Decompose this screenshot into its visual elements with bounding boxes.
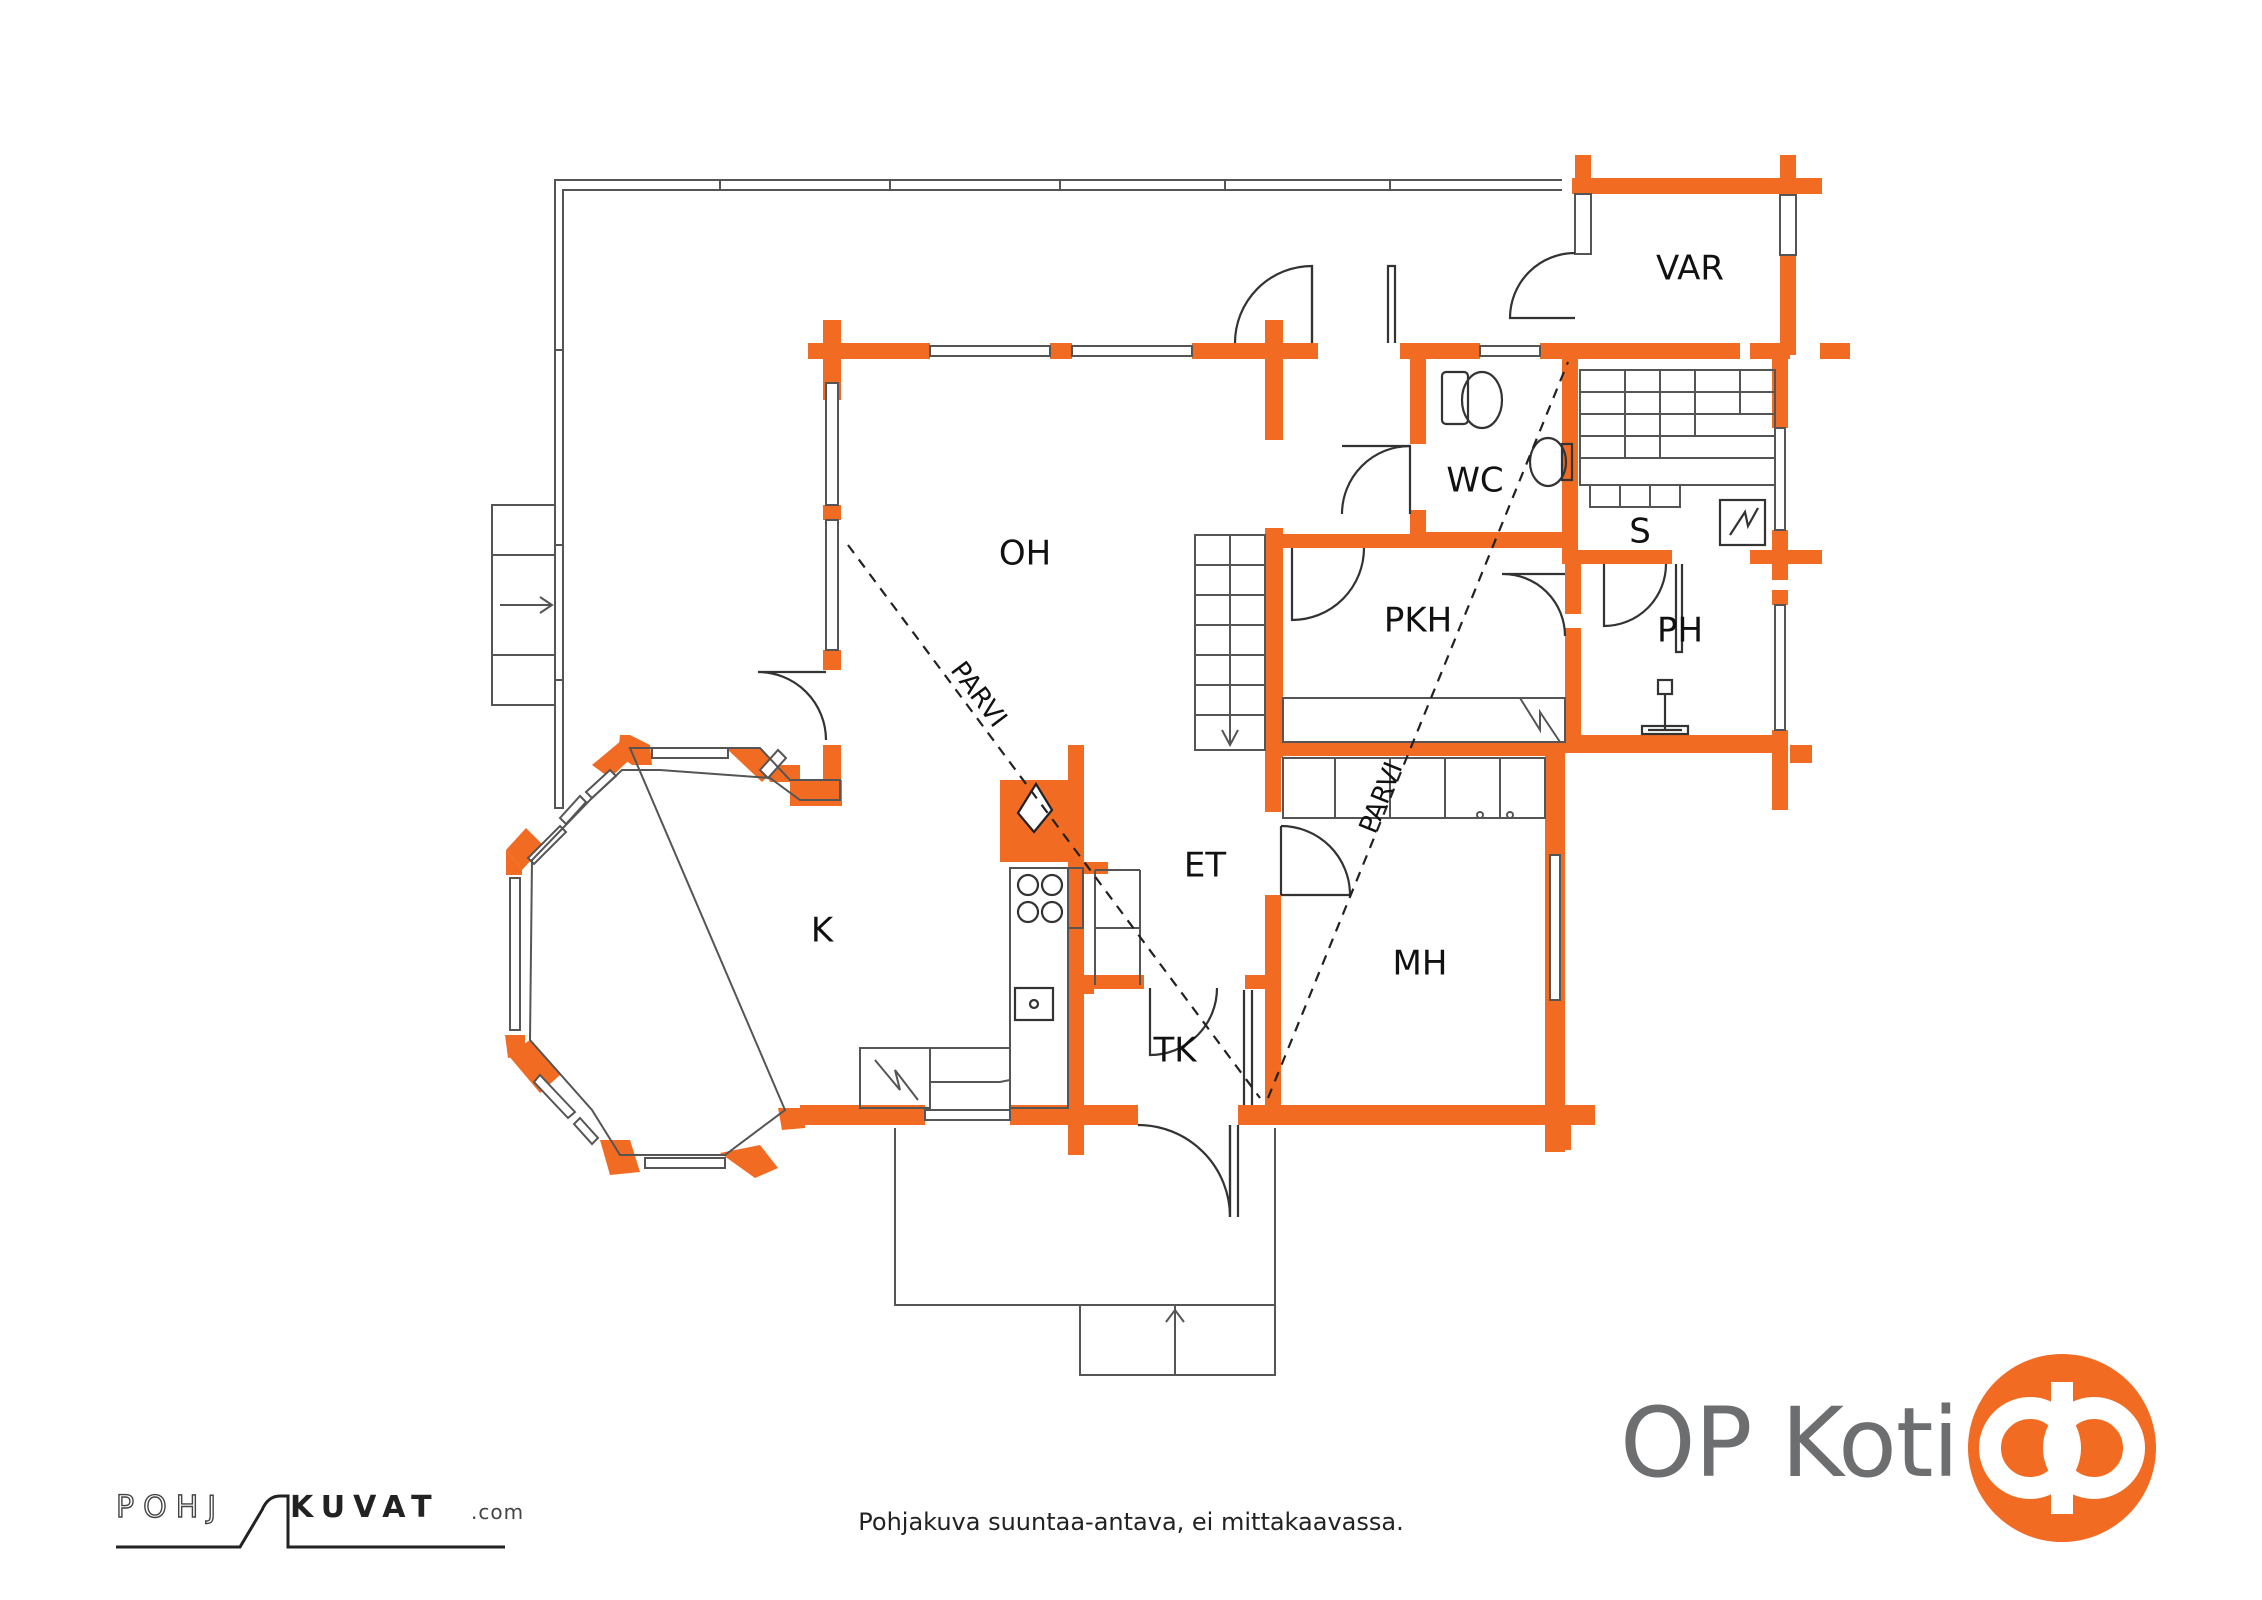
wc-toilet bbox=[1440, 370, 1504, 430]
room-label-tk: TK bbox=[1152, 1031, 1198, 1071]
room-label-pkh: PKH bbox=[1384, 601, 1452, 641]
room-label-var: VAR bbox=[1656, 249, 1724, 289]
kitchen-counter bbox=[859, 867, 1141, 1109]
sauna-stove bbox=[1718, 498, 1767, 547]
bay-outline bbox=[528, 747, 841, 1156]
wc-sink bbox=[1528, 436, 1574, 488]
brand-name: OP Koti bbox=[1620, 1387, 1959, 1499]
terrace-steps bbox=[491, 504, 556, 706]
op-logo-icon bbox=[1968, 1354, 2156, 1542]
disclaimer-caption: Pohjakuva suuntaa-antava, ei mittakaavas… bbox=[858, 1508, 1404, 1536]
fireplace bbox=[1000, 781, 1084, 862]
room-label-oh: OH bbox=[999, 534, 1051, 574]
pohjakuvat-logo-mark bbox=[116, 1494, 505, 1549]
room-label-s: S bbox=[1629, 512, 1651, 552]
pohjakuvat-logo-domain: .com bbox=[471, 1500, 525, 1524]
pohjakuvat-logo-left: POHJ bbox=[115, 1489, 226, 1525]
loft-outline bbox=[847, 361, 1570, 1099]
room-label-ph: PH bbox=[1657, 611, 1703, 651]
stairs-sauna-bench bbox=[1579, 369, 1776, 508]
walls bbox=[505, 155, 1850, 1178]
room-label-wc: WC bbox=[1446, 461, 1503, 501]
room-label-et: ET bbox=[1184, 846, 1226, 886]
doors bbox=[757, 251, 1684, 1218]
room-label-mh: MH bbox=[1393, 944, 1448, 984]
windows bbox=[509, 193, 1797, 1169]
entrance-porch bbox=[894, 1128, 1276, 1376]
pohjakuvat-logo: POHJ KUVAT .com bbox=[115, 1484, 523, 1544]
pohjakuvat-logo-right: KUVAT bbox=[290, 1490, 440, 1525]
pkh-wardrobe bbox=[1282, 697, 1566, 819]
terrace-outline bbox=[554, 179, 1562, 809]
stairs-main bbox=[1194, 534, 1266, 751]
loft-label-2: PARVI bbox=[1354, 758, 1410, 838]
ph-shower bbox=[1640, 678, 1690, 736]
room-label-k: K bbox=[811, 911, 835, 951]
